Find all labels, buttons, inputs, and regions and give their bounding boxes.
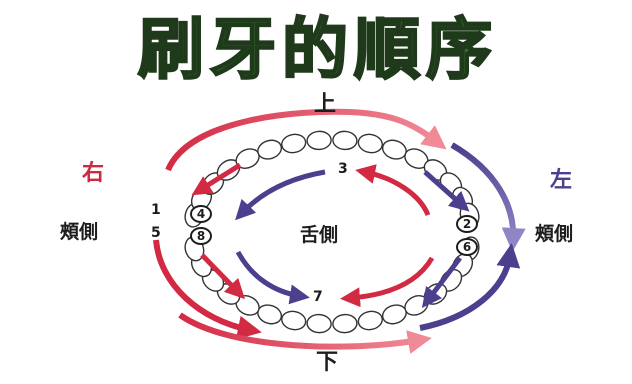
tooth (306, 313, 332, 334)
direction-left-label: 右 (82, 161, 105, 186)
tooth (281, 310, 307, 331)
outer-lower-right-arrow (419, 243, 521, 331)
page-title: 刷牙的順序 (138, 11, 498, 88)
tooth (257, 139, 283, 160)
tooth (306, 130, 332, 151)
tooth (332, 130, 358, 151)
tooth (257, 304, 283, 325)
title-banner: 刷牙的順序 (137, 10, 498, 88)
tooth (332, 313, 358, 334)
inner-left-arrow (235, 250, 310, 305)
direction-right-label: 左 (550, 168, 573, 193)
inner-top-arrow (235, 169, 326, 221)
step-8: 8 (190, 227, 212, 245)
outer-bottom-arrow (178, 312, 432, 354)
tooth (381, 304, 407, 325)
inner-right-bottom-arrow (340, 256, 435, 308)
left-buccal-label: 頰側 (60, 221, 99, 243)
step-5: 5 (151, 225, 161, 241)
tooth (281, 133, 307, 154)
occlusal-arrow-left-lower (200, 253, 245, 300)
lingual-label: 舌側 (300, 224, 339, 246)
occlusal-arrow-right-upper (423, 170, 470, 212)
direction-top-label: 上 (314, 92, 337, 117)
outer-left-arrow (153, 239, 262, 340)
direction-bottom-label: 下 (316, 350, 339, 375)
step-3: 3 (338, 161, 348, 177)
right-buccal-label: 頰側 (535, 223, 574, 245)
step-7: 7 (313, 289, 323, 305)
step-2: 2 (456, 215, 478, 233)
outer-top-arrow (165, 108, 447, 172)
occlusal-arrow-left-upper (191, 162, 242, 196)
tooth (381, 139, 407, 160)
step-6: 6 (456, 238, 478, 256)
step-1: 1 (151, 202, 161, 218)
outer-right-arrow (450, 142, 526, 252)
step-4: 4 (190, 205, 212, 223)
tooth (357, 310, 383, 331)
tooth (357, 133, 383, 154)
occlusal-arrow-right-lower (421, 256, 462, 308)
inner-right-top-arrow (355, 164, 431, 217)
